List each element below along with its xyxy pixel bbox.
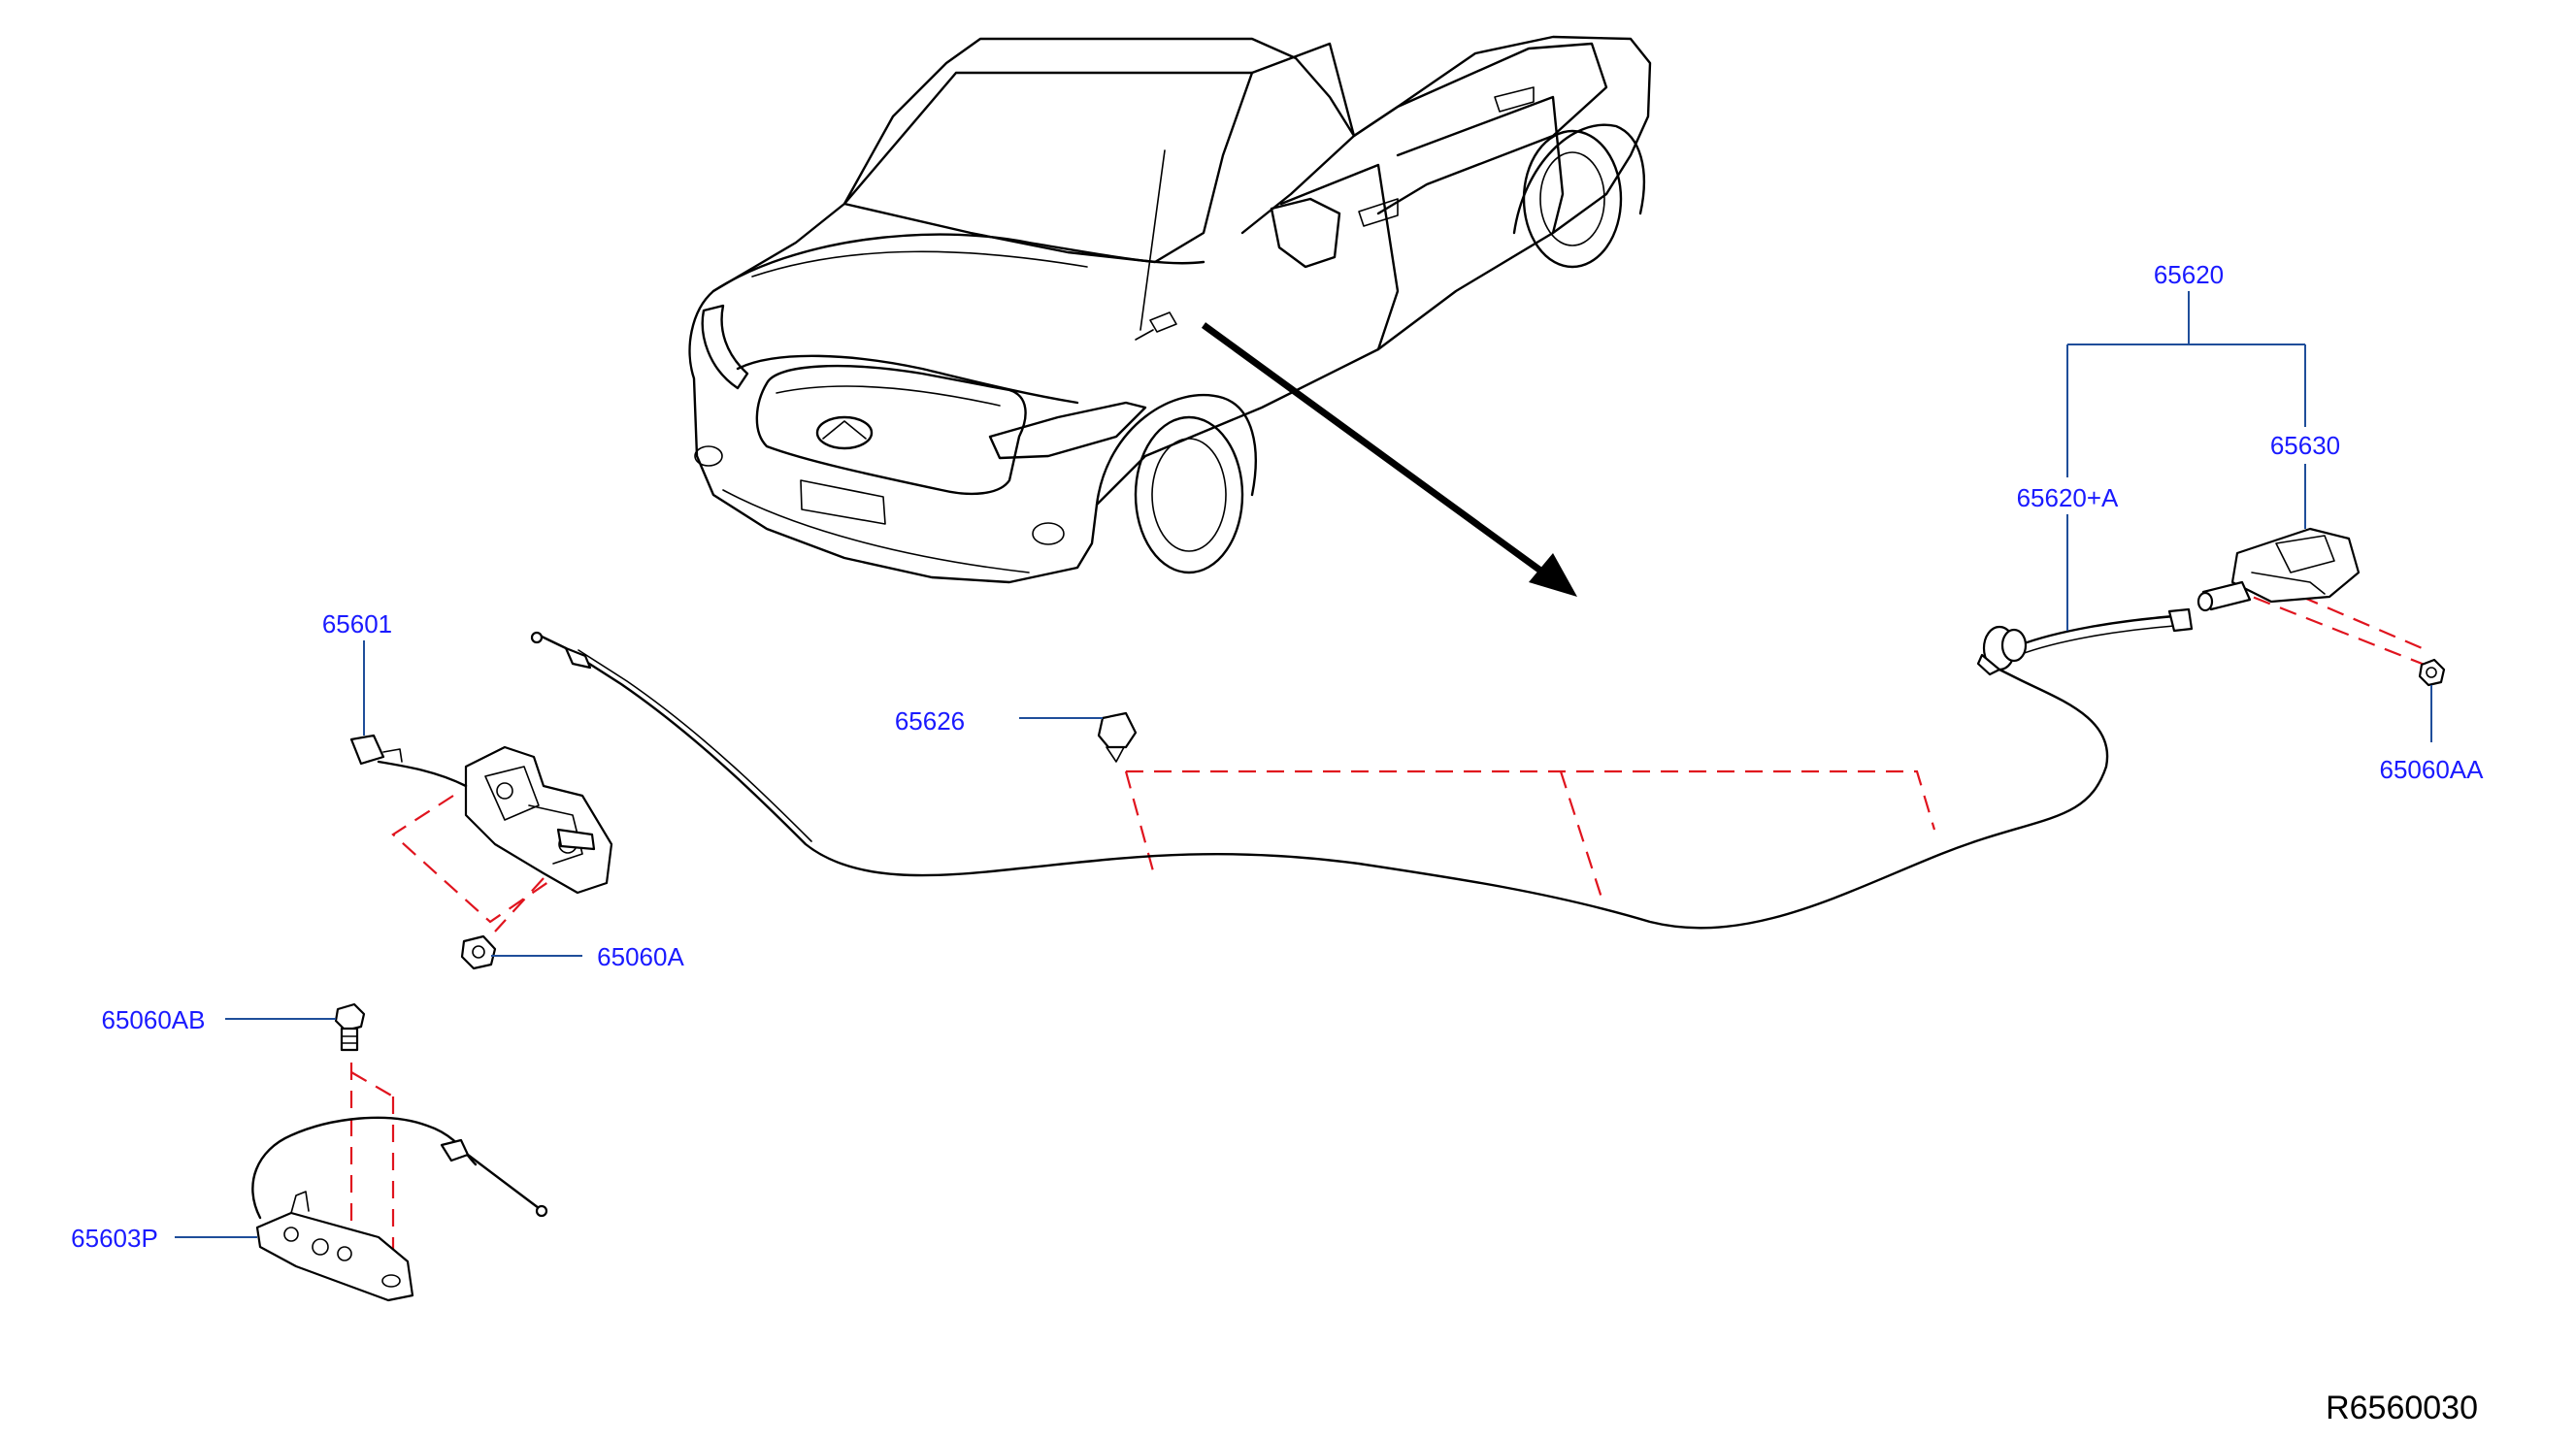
vehicle-illustration [688, 35, 1652, 584]
callout-65630: 65630 [2270, 431, 2340, 460]
hood-opener-handle [2196, 527, 2361, 612]
callout-65620: 65620 [2154, 260, 2224, 289]
callout-65601: 65601 [322, 609, 392, 638]
direction-arrow [1201, 322, 1577, 597]
bolt-65060a [460, 934, 497, 970]
secondary-hood-latch [251, 1116, 548, 1302]
hood-lock-latch [349, 734, 613, 895]
hood-release-cable [530, 607, 2194, 930]
callout-65060ab: 65060AB [102, 1005, 206, 1034]
alignment-guides [349, 573, 2427, 1281]
callout-labels: 65620 65630 65620+A 65601 65626 65060AA … [71, 260, 2484, 1426]
cable-clip [1097, 711, 1138, 763]
callout-65060aa: 65060AA [2380, 755, 2485, 784]
leader-lines [175, 291, 2432, 1238]
bolt-65060aa [2418, 658, 2446, 687]
cable-grommet [1976, 625, 2028, 676]
callout-65603p: 65603P [71, 1224, 158, 1253]
reference-code: R6560030 [2326, 1390, 2478, 1426]
callout-65626: 65626 [895, 706, 965, 736]
callout-65620-plus-a: 65620+A [2017, 483, 2119, 512]
callout-65060a: 65060A [597, 942, 684, 971]
bolt-65060ab [334, 1002, 366, 1052]
